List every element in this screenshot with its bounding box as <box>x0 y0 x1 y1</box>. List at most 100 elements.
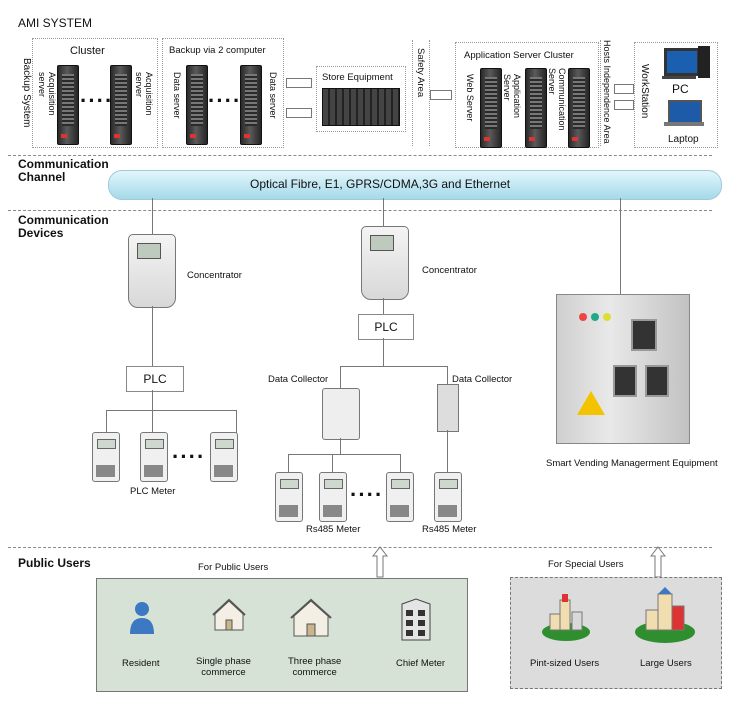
meter-window <box>631 319 657 351</box>
indicator-light <box>603 313 611 321</box>
bus-line <box>340 366 447 367</box>
meter-window <box>645 365 669 397</box>
link-line <box>447 430 448 474</box>
data-collector-icon-right <box>437 384 459 432</box>
section-divider <box>8 547 712 548</box>
up-arrow-icon <box>371 546 389 578</box>
backup-system-label: Backup System <box>21 58 32 128</box>
safety-area-label: Safety Area <box>415 48 426 98</box>
concentrator-icon-left <box>128 234 176 308</box>
data-server-label-right: Data server <box>268 72 278 119</box>
link-line <box>340 366 341 388</box>
plc-meter-label: PLC Meter <box>130 486 176 497</box>
keyboard-icon <box>662 76 696 79</box>
pc-tower-icon <box>698 46 710 78</box>
for-public-label: For Public Users <box>198 562 269 573</box>
rs485-meter-label-right: Rs485 Meter <box>422 524 477 535</box>
resident-label: Resident <box>122 658 160 669</box>
plc-meter-icon <box>140 432 168 482</box>
rs485-meter-icon <box>319 472 347 522</box>
acq-server-label-left: Acquisition server <box>37 72 57 116</box>
channel-pipe <box>108 170 722 200</box>
communication-server-label: Communication Server <box>547 68 567 131</box>
large-users-label: Large Users <box>640 658 692 669</box>
three-phase-label: Three phase commerce <box>288 656 342 678</box>
house-icon-small <box>212 598 246 632</box>
backup-box <box>162 38 284 148</box>
rs485-meter-icon <box>434 472 462 522</box>
pc-label: PC <box>672 82 689 96</box>
web-server-icon <box>480 68 502 148</box>
communication-server-icon <box>568 68 590 148</box>
system-title: AMI SYSTEM <box>18 16 93 30</box>
application-server-icon <box>525 68 547 148</box>
ellipsis-dots: ···· <box>172 444 206 469</box>
storage-array-icon <box>322 88 400 126</box>
app-cluster-title: Application Server Cluster <box>464 50 574 61</box>
chief-meter-icon <box>400 598 432 642</box>
web-server-label: Web Server <box>465 74 475 122</box>
store-box <box>316 66 406 132</box>
warning-icon <box>577 391 605 415</box>
pint-sized-label: Pint-sized Users <box>530 658 600 669</box>
data-server-right <box>240 65 262 145</box>
resident-icon <box>128 600 156 636</box>
public-users-heading: Public Users <box>18 556 91 570</box>
store-equipment-label: Store Equipment <box>322 72 393 83</box>
vending-label: Smart Vending Managerment Equipment <box>546 458 718 469</box>
arrow-both <box>430 90 452 100</box>
comm-devices-heading: Communication Devices <box>18 213 109 240</box>
workstation-label: WorkStation <box>639 64 650 119</box>
hosts-area-band <box>600 40 613 146</box>
rs485-meter-icon <box>386 472 414 522</box>
application-server-label: Application Server <box>502 74 522 119</box>
chief-meter-label: Chief Meter <box>396 658 446 669</box>
data-server-left <box>186 65 208 145</box>
plc-box-left: PLC <box>126 366 184 392</box>
acquisition-server-left <box>57 65 79 145</box>
laptop-icon <box>668 100 702 124</box>
concentrator-label-mid: Concentrator <box>422 265 477 276</box>
link-line <box>152 306 153 366</box>
for-special-label: For Special Users <box>548 559 624 570</box>
rs485-meter-label-left: Rs485 Meter <box>306 524 361 535</box>
section-divider <box>8 155 712 156</box>
concentrator-icon-mid <box>361 226 409 300</box>
bus-line <box>288 454 400 455</box>
indicator-light <box>579 313 587 321</box>
link-line <box>152 410 153 434</box>
backup-title: Backup via 2 computer <box>169 45 266 56</box>
link-line <box>152 198 153 234</box>
indicator-light <box>591 313 599 321</box>
link-line <box>400 454 401 474</box>
data-collector-label-right: Data Collector <box>452 374 513 385</box>
plc-meter-icon <box>210 432 238 482</box>
link-line <box>620 198 621 294</box>
data-server-label-left: Data server <box>172 72 182 119</box>
data-collector-label-left: Data Collector <box>268 374 329 385</box>
safety-area-band <box>412 40 430 146</box>
link-line <box>383 198 384 226</box>
vending-cabinet-icon <box>556 294 690 444</box>
cluster-title: Cluster <box>70 45 105 57</box>
workstation-box <box>634 42 718 148</box>
link-line <box>288 454 289 474</box>
house-icon-large <box>290 598 332 638</box>
arrow-right <box>286 78 312 88</box>
link-line <box>340 438 341 454</box>
laptop-base-icon <box>664 122 704 126</box>
up-arrow-icon <box>649 546 667 578</box>
ellipsis-dots: ···· <box>350 482 384 507</box>
single-phase-label: Single phase commerce <box>196 656 251 678</box>
arrow-right <box>614 84 634 94</box>
arrow-left <box>614 100 634 110</box>
plc-box-mid: PLC <box>358 314 414 340</box>
plc-meter-icon <box>92 432 120 482</box>
channel-text: Optical Fibre, E1, GPRS/CDMA,3G and Ethe… <box>250 177 511 191</box>
large-users-icon <box>634 586 696 644</box>
acq-server-label-right: Acquisition server <box>134 72 154 116</box>
pc-monitor-icon <box>664 48 700 76</box>
laptop-label: Laptop <box>668 134 699 145</box>
link-line <box>332 454 333 474</box>
comm-channel-heading: Communication Channel <box>18 157 109 184</box>
